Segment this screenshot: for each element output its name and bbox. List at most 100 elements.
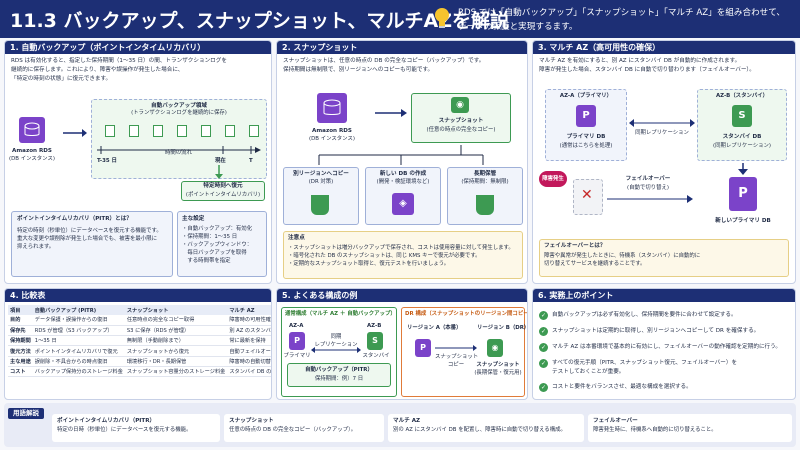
snapshot-sub: (任意の時点の完全なコピー): [426, 127, 496, 133]
arrow-icon: [63, 129, 87, 137]
new-primary-db-icon: P: [729, 177, 757, 211]
arrow-icon: [375, 109, 407, 117]
panel-snapshot: 2. スナップショット スナップショットは、任意の時点の DB の完全なコピー（…: [276, 40, 528, 284]
panel-description: スナップショットは、任意の時点の DB の完全なコピー（バックアップ）です。保持…: [283, 58, 485, 73]
panel-description: マルチ AZ を有効にすると、別 AZ にスタンバイ DB が自動的に作成されま…: [539, 58, 755, 73]
glossary-item: マルチ AZ 別の AZ にスタンバイ DB を配置し、障害時に自動で切り替える…: [388, 414, 584, 442]
lightbulb-icon: [435, 8, 449, 28]
dr-config-box: [401, 307, 525, 397]
table-row: 復元方法ポイントインタイムリカバリで復元スナップショットから復元自動フェイルオー…: [8, 345, 271, 357]
bucket-icon: [476, 195, 494, 215]
pitr-box: [11, 211, 173, 277]
panel-title: 1. 自動バックアップ（ポイントインタイムリカバリ）: [5, 41, 271, 54]
time-flow: 時間の流れ: [165, 150, 192, 156]
az-b-label: AZ-B（スタンバイ）: [715, 93, 769, 99]
glossary-item: スナップショット 任意の時点の DB の完全なコピー（バックアップ）。: [224, 414, 384, 442]
standby-sub: (同期レプリケーション): [712, 143, 771, 149]
glossary-item: フェイルオーバー 障害発生時に、待機系へ自動的に切り替えること。: [588, 414, 792, 442]
settings-title: 主な設定: [182, 216, 205, 222]
log-file-icon-7: [249, 125, 259, 137]
check-icon: ✓: [539, 383, 548, 392]
point-item: スナップショットは定期的に取得し、別リージョンへコピーして DR を確保する。: [552, 328, 760, 334]
points-box: [283, 231, 523, 279]
restore-arrow-icon: [215, 165, 223, 179]
auto-box-title: 自動バックアップ領域: [151, 103, 207, 109]
primary-db-icon: P: [415, 339, 431, 357]
sync-label: 同期レプリケーション: [635, 130, 689, 136]
col-header: スナップショット: [124, 305, 228, 315]
check-icon: ✓: [539, 327, 548, 336]
header-intro: RDS では「自動バックアップ」「スナップショット」「マルチ AZ」を組み合わせ…: [458, 8, 786, 32]
glossary-label: 用語解説: [8, 408, 44, 419]
fail-x-icon: ✕: [581, 187, 593, 203]
panel-title: 3. マルチ AZ（高可用性の確保）: [533, 41, 795, 54]
page-header: 11.3 バックアップ、スナップショット、マルチAZを解説 RDS では「自動バ…: [0, 0, 800, 38]
glossary-item: ポイントインタイムリカバリ（PITR） 特定の日時（秒単位）にデータベースを復元…: [52, 414, 220, 442]
down-arrow-icon: [738, 163, 748, 175]
panel-comparison: 4. 比較表 項目 自動バックアップ (PITR) スナップショット マルチ A…: [4, 288, 272, 400]
standby-db-icon: S: [367, 332, 383, 350]
copy-arrow-icon: [435, 345, 477, 351]
table-row: 目的データ保護・誤操作からの復旧任意時点の完全なコピー取得障害時の可用性確保: [8, 315, 271, 326]
dr-config-title: DR 構成（スナップショットのリージョン間コピー）: [405, 311, 528, 317]
use-label: 長期保管: [473, 171, 497, 177]
normal-config-title: 通常構成（マルチ AZ ＋ 自動バックアップ）: [285, 311, 396, 317]
standby-db-icon: S: [732, 105, 752, 127]
primary-label: プライマリ: [283, 353, 311, 359]
rds-sub: (DB インスタンス): [309, 136, 355, 142]
settings-box: [177, 211, 267, 277]
primary-label: プライマリ DB: [566, 134, 606, 140]
use-label: 新しい DB の作成: [379, 171, 427, 177]
rds-sub: (DB インスタンス): [9, 156, 55, 162]
point-item: 自動バックアップは必ず有効化し、保持期間を要件に合わせて設定する。: [552, 312, 737, 318]
restore-box: [181, 181, 265, 201]
log-file-icon-2: [129, 125, 139, 137]
failed-db-box: [573, 179, 603, 215]
pitr-title: ポイントインタイムリカバリ（PITR）とは？: [17, 216, 132, 222]
comparison-table: 項目 自動バックアップ (PITR) スナップショット マルチ AZ 目的データ…: [8, 305, 271, 378]
fo-title: フェイルオーバーとは？: [544, 243, 606, 249]
log-file-icon-6: [225, 125, 235, 137]
point-item: すべての復元手順（PITR、スナップショット復元、フェイルオーバー）をテストして…: [552, 360, 738, 375]
region-dr-label: リージョン B（DR）: [477, 325, 528, 331]
standby-label: スタンバイ: [362, 353, 390, 359]
points-list: ・スナップショットは増分バックアップで保存され、コストは使用容量に対して発生しま…: [288, 245, 514, 267]
points-title: 注意点: [288, 235, 305, 241]
rds-label: Amazon RDS: [312, 128, 352, 134]
use-sub: (DR 対策): [308, 179, 334, 185]
camera-icon: ◉: [451, 97, 469, 113]
panel-title: 4. 比較表: [5, 289, 271, 302]
primary-sub: (通常はこちらを処理): [559, 143, 613, 149]
sync-arrow-icon: [629, 119, 695, 127]
auto-backup-area: [91, 99, 267, 179]
point-item: コストと要件をバランスさせ、最適な構成を選択する。: [552, 384, 692, 390]
point-item: マルチ AZ は本番環境で基本的に有効にし、フェイルオーバーの動作確認を定期的に…: [552, 344, 781, 350]
panel-title: 5. よくある構成の例: [277, 289, 527, 302]
az-b-label: AZ-B: [367, 323, 382, 329]
table-row: 主な用途誤削除・不具合からの時点復旧環境移行・DR・長期保管障害時の自動切替: [8, 356, 271, 367]
failover-arrow-icon: [607, 195, 693, 203]
primary-db-icon: P: [576, 105, 596, 127]
sync-arrow-icon: [311, 347, 361, 353]
new-primary-label: 新しいプライマリ DB: [715, 218, 771, 224]
panel-title: 2. スナップショット: [277, 41, 527, 54]
snapshot-box: [411, 93, 511, 143]
snapshot-icon: ◉: [487, 339, 503, 357]
log-file-icon-1: [105, 125, 115, 137]
log-file-icon-4: [177, 125, 187, 137]
database-icon: ◈: [392, 193, 414, 215]
pitr-desc: 特定の時刻（秒単位）にデータベースを復元する機能です。重大な変更や誤削除が発生し…: [17, 228, 162, 250]
failover-sub: (自動で切り替え): [627, 185, 669, 191]
log-file-icon-5: [201, 125, 211, 137]
standby-label: スタンバイ DB: [722, 134, 762, 140]
bucket-icon: [311, 195, 329, 215]
panel-title: 6. 実務上のポイント: [533, 289, 795, 302]
snap-label: スナップショット: [476, 362, 520, 368]
snapshot-label: スナップショット: [438, 118, 484, 124]
backup-label: 自動バックアップ（PITR）: [305, 367, 373, 373]
panel-practical-points: 6. 実務上のポイント ✓ 自動バックアップは必ず有効化し、保持期間を要件に合わ…: [532, 288, 796, 400]
fault-badge: 障害発生: [539, 171, 567, 187]
use-sub: (開発・検証環境など): [376, 179, 430, 185]
settings-list: ・自動バックアップ：有効化・保持期間：1〜35 日・バックアップウィンドウ： 毎…: [182, 226, 253, 264]
